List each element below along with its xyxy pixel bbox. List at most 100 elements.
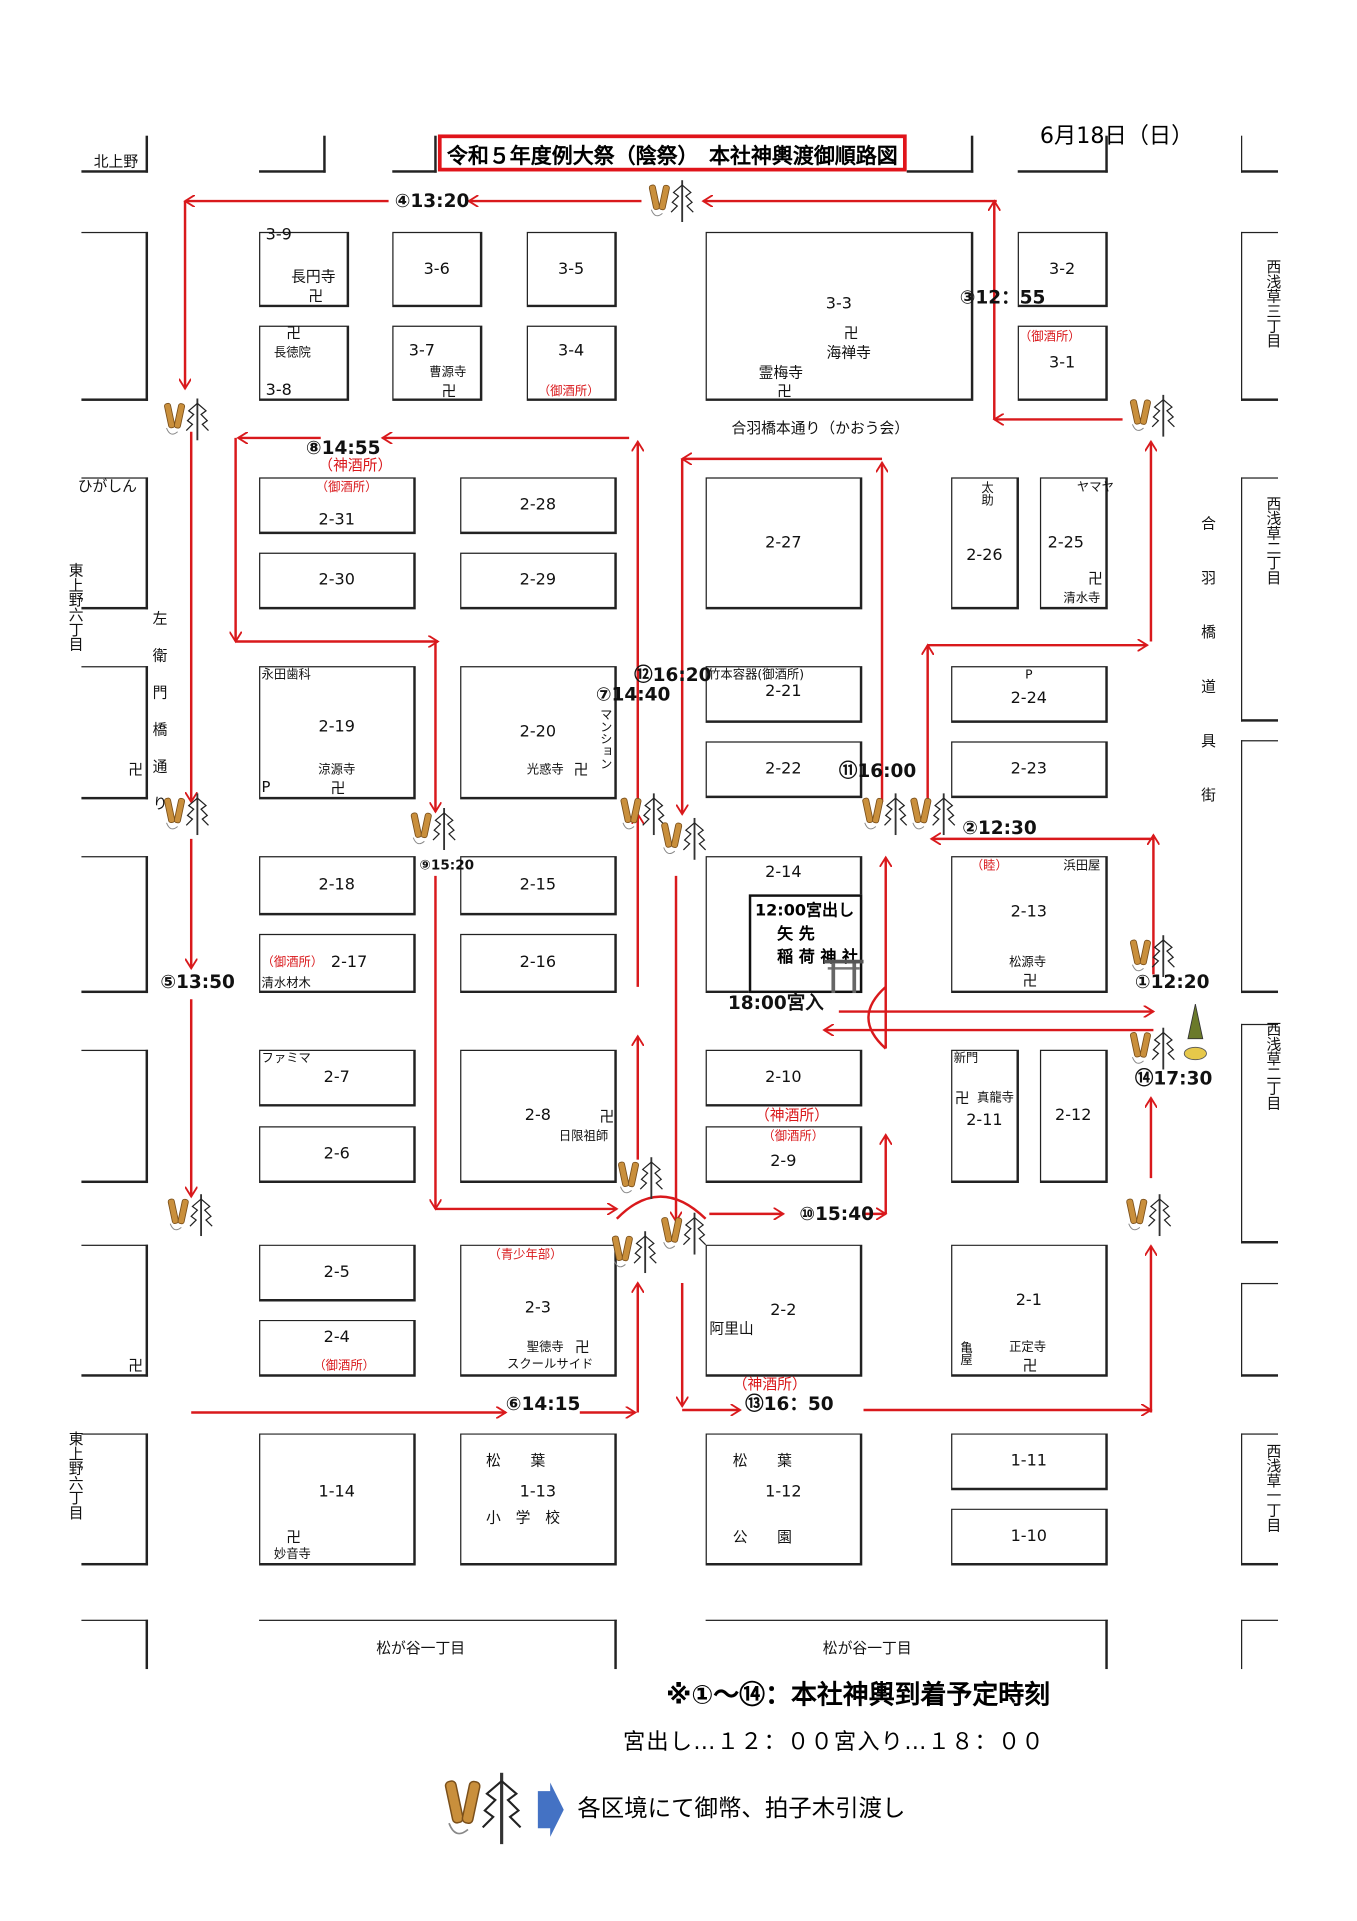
gohei-handover-icon xyxy=(619,793,666,836)
city-block-2-24: 2-24 xyxy=(951,666,1108,723)
manji-icon: 卍 xyxy=(308,287,324,305)
shop-shinmon: 新門 xyxy=(953,1052,979,1066)
city-block-edge xyxy=(1241,1433,1279,1566)
block-number: 2-4 xyxy=(323,1328,350,1348)
legend-times: 宮出し…１２：００宮入り…１８：００ xyxy=(622,1729,1045,1756)
block-number: 2-16 xyxy=(519,953,557,973)
city-block-2-15: 2-15 xyxy=(460,856,617,916)
arrival-time-7: ⑦14:40 xyxy=(595,683,671,706)
city-block-edge xyxy=(81,1049,149,1184)
city-block-2-8: 2-8 xyxy=(460,1049,617,1184)
arrow-right-icon xyxy=(537,1782,564,1837)
block-number: 2-7 xyxy=(323,1068,350,1087)
block-number: 3-8 xyxy=(265,380,292,400)
block-number: 2-5 xyxy=(323,1263,350,1282)
city-block-edge xyxy=(1241,135,1279,173)
city-block-3-2: 3-2 xyxy=(1017,231,1108,308)
manji-icon: 卍 xyxy=(843,324,859,342)
temple-sougenji: 曹源寺 xyxy=(429,366,467,380)
sake-station-label: （御酒所） xyxy=(261,956,324,970)
arrival-time-10: ⑩15:40 xyxy=(799,1202,874,1225)
shop-kameya: 亀屋 xyxy=(957,1340,971,1366)
city-block-3-5: 3-5 xyxy=(526,231,617,308)
city-block-2-29: 2-29 xyxy=(460,552,617,610)
route-curve xyxy=(615,1195,707,1220)
block-number: 3-1 xyxy=(1049,353,1076,372)
city-block-2-4: 2-4 xyxy=(259,1319,416,1377)
arrival-time-3: ③12：55 xyxy=(959,286,1046,309)
parking-label: P xyxy=(1025,668,1033,683)
city-block-2-9: 2-9 xyxy=(705,1126,863,1184)
block-number: 2-17 xyxy=(330,953,368,973)
block-number: 3-2 xyxy=(1049,259,1076,279)
city-block-3-4: 3-4 xyxy=(526,325,617,401)
block-number: 2-21 xyxy=(765,682,802,701)
temple-ryougenji: 涼源寺 xyxy=(318,763,356,778)
arrival-time-8: ⑧14:55 xyxy=(305,436,381,459)
city-block-2-22: 2-22 xyxy=(705,741,863,799)
city-block-2-31: 2-31 xyxy=(259,477,416,535)
block-number: 1-10 xyxy=(1010,1527,1048,1546)
return-time: 18:00宮入 xyxy=(727,991,824,1015)
block-number: 2-29 xyxy=(519,571,557,590)
manji-icon: 卍 xyxy=(286,324,302,342)
arrival-time-11: ⑪16:00 xyxy=(838,759,917,783)
school-matsuba: 小 学 校 xyxy=(486,1508,561,1526)
block-number: 2-20 xyxy=(519,722,557,742)
city-block-2-5: 2-5 xyxy=(259,1244,416,1302)
block-number: 2-12 xyxy=(1055,1106,1092,1126)
place-kitaueno: 北上野 xyxy=(93,152,139,171)
temple-higiri-soshi: 日限祖師 xyxy=(558,1129,609,1144)
city-block-2-16: 2-16 xyxy=(460,933,617,994)
city-block-3-6: 3-6 xyxy=(392,231,483,308)
temple-reibaiji: 霊梅寺 xyxy=(758,363,804,382)
temple-chouenji: 長円寺 xyxy=(291,267,336,285)
manji-icon: 卍 xyxy=(441,382,457,400)
city-block-edge xyxy=(81,477,149,610)
block-number: 2-30 xyxy=(318,571,355,590)
lantern-tree-icon xyxy=(1183,1004,1207,1061)
city-block-2-6: 2-6 xyxy=(259,1126,416,1184)
gohei-handover-icon xyxy=(610,1231,658,1274)
city-block-edge xyxy=(392,135,437,173)
city-block-3-7: 3-7 xyxy=(392,325,483,401)
city-block-edge xyxy=(81,231,149,401)
city-block-2-18: 2-18 xyxy=(259,856,416,916)
gohei-handover-icon xyxy=(1125,1194,1172,1237)
gohei-handover-icon xyxy=(861,793,908,836)
block-number: 2-27 xyxy=(765,533,802,553)
block-number: 2-8 xyxy=(524,1106,551,1126)
city-block-2-25: 2-25 xyxy=(1039,477,1108,610)
gohei-handover-icon xyxy=(163,398,210,441)
legend-handover: 各区境にて御幣、拍子木引渡し xyxy=(577,1794,906,1823)
block-number: 2-15 xyxy=(519,875,557,895)
city-block-2-30: 2-30 xyxy=(259,552,416,610)
temple-kaizenji: 海禅寺 xyxy=(826,344,871,362)
manji-icon: 卍 xyxy=(128,1356,144,1375)
temple-shoutokuji: 聖徳寺 xyxy=(526,1340,564,1355)
city-block-2-11: 2-11 xyxy=(951,1049,1019,1184)
temple-shougenji: 松源寺 xyxy=(1009,956,1047,970)
arrival-time-13: ⑬16：50 xyxy=(745,1392,834,1415)
city-block-2-1: 2-1 xyxy=(951,1244,1108,1377)
block-number: 2-28 xyxy=(519,495,557,515)
city-block-edge xyxy=(81,856,149,994)
city-block-2-3: 2-3 xyxy=(460,1244,617,1377)
city-block-1-12: 1-12 xyxy=(705,1433,863,1566)
city-block-2-27: 2-27 xyxy=(705,477,863,610)
place-higashiueno: 東上野六丁目 xyxy=(66,1430,85,1520)
city-block-3-8: 3-8 xyxy=(259,325,350,401)
shop-shimizu: 清水材木 xyxy=(261,977,311,991)
block-number: 2-1 xyxy=(1015,1290,1042,1310)
block-number: 2-24 xyxy=(1010,689,1048,709)
block-number: 2-13 xyxy=(1010,902,1048,921)
block-number: 2-18 xyxy=(318,875,355,895)
city-block-2-26: 2-26 xyxy=(951,477,1019,610)
shrine-name-1: 矢 先 xyxy=(777,925,815,944)
block-number: 1-13 xyxy=(519,1482,557,1501)
city-block-edge xyxy=(81,1619,149,1670)
place-nishiasakusa-2: 西浅草二丁目 xyxy=(1264,495,1282,585)
city-block-2-19: 2-19 xyxy=(259,666,416,800)
sake-station-label: （御酒所） xyxy=(313,1359,376,1373)
